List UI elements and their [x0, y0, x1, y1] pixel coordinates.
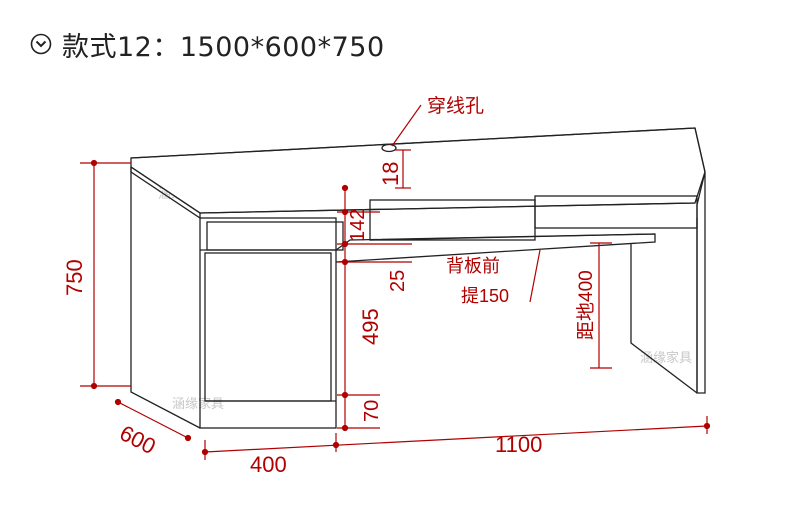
dim-cabinet-width: 400	[250, 452, 287, 477]
dim-desk-width: 1100	[495, 432, 542, 457]
page-title: 款式12：1500*600*750	[62, 31, 385, 63]
label-back-panel-line2: 提150	[461, 286, 509, 306]
dim-depth: 600	[116, 420, 160, 459]
drawer-left	[206, 221, 344, 251]
cabinet-door	[204, 252, 332, 402]
left-side-panel	[130, 167, 201, 429]
dim-panel-gap: 25	[387, 270, 409, 292]
right-leg	[696, 171, 706, 394]
dim-total-height: 750	[62, 259, 87, 296]
leaders	[391, 104, 541, 303]
label-back-panel-line1: 背板前	[446, 256, 500, 276]
label-cable-hole: 穿线孔	[427, 95, 484, 117]
header: 款式12：1500*600*750	[30, 26, 385, 63]
dim-drawer-height: 142	[347, 209, 369, 242]
cable-hole	[381, 143, 397, 153]
label-ground-clearance: 距地400	[575, 270, 597, 340]
watermark: 涵缘家具	[640, 350, 692, 366]
dim-cabinet-body: 495	[358, 308, 383, 345]
cabinet-front	[199, 217, 337, 429]
desk-outline	[130, 127, 706, 429]
dimension-labels: 750 600 400 1100 18 142 25 495 70 距地400 …	[62, 95, 597, 477]
dim-hole-offset: 18	[378, 162, 403, 186]
dim-plinth: 70	[361, 400, 383, 422]
chevron-down-circle-icon	[30, 33, 52, 55]
watermark: 涵缘家具	[172, 396, 224, 412]
dimension-lines	[80, 149, 711, 460]
